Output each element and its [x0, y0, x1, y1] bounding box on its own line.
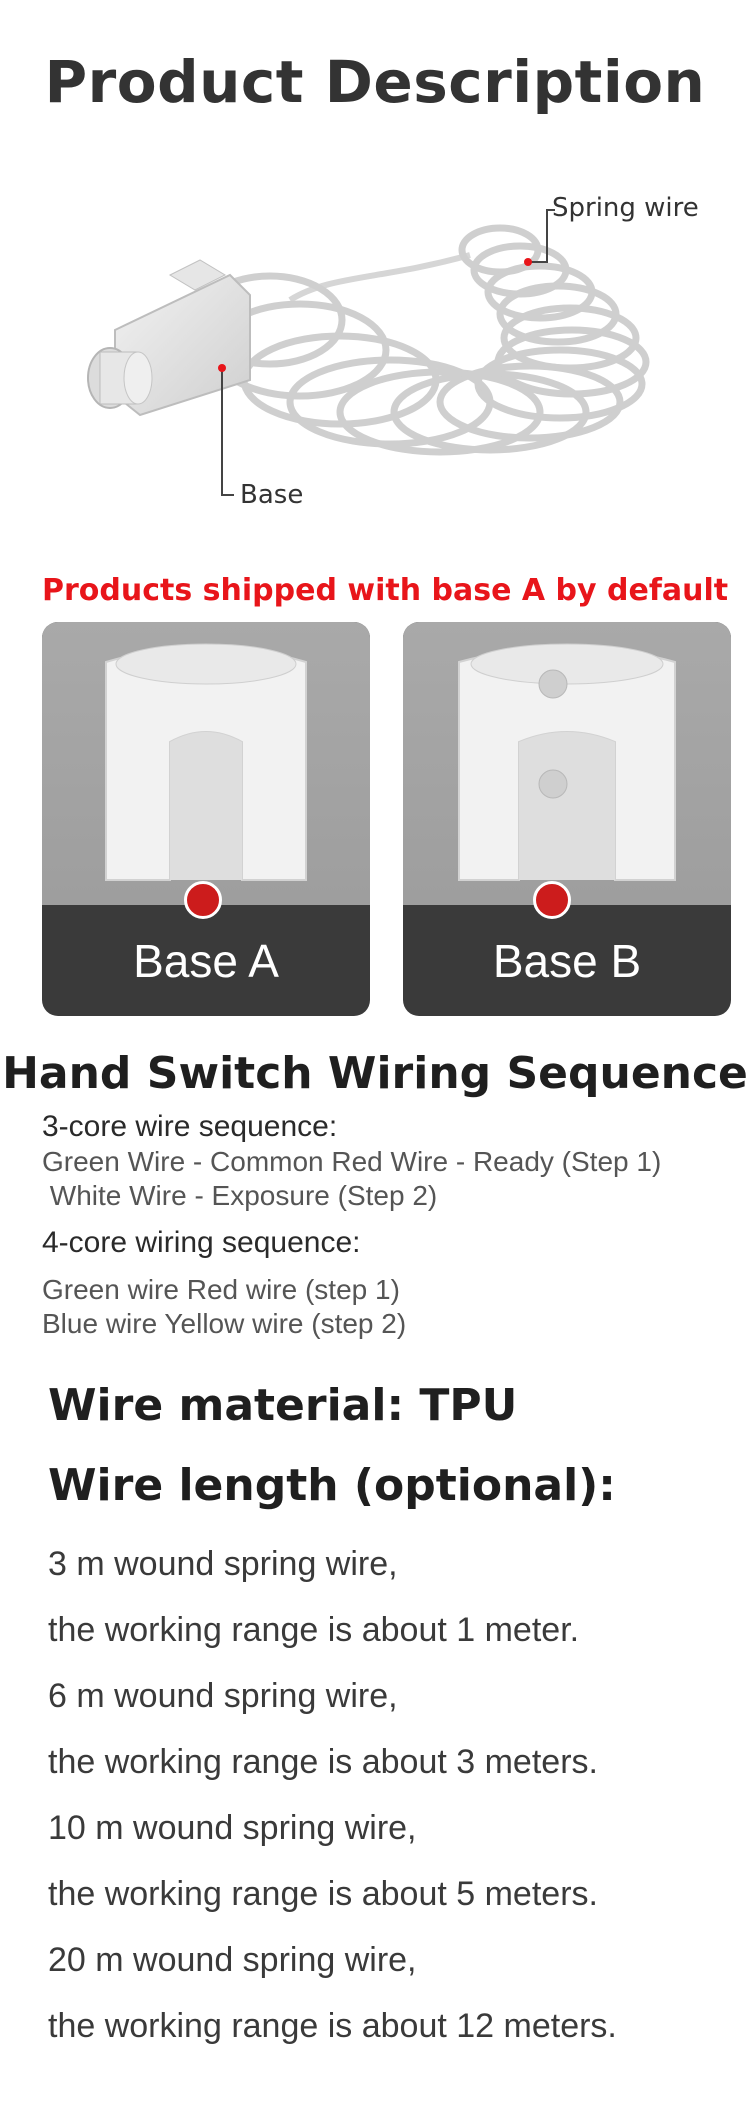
- base-b-marker: [533, 881, 571, 919]
- base-b-photo: [403, 622, 731, 905]
- four-core-line-1: Green wire Red wire (step 1): [42, 1274, 400, 1305]
- length-line: 6 m wound spring wire,: [48, 1677, 398, 1715]
- length-line: the working range is about 3 meters.: [48, 1743, 598, 1781]
- length-line: the working range is about 1 meter.: [48, 1611, 580, 1649]
- three-core-line-2: White Wire - Exposure (Step 2): [42, 1180, 438, 1211]
- base-a-card: Base A: [42, 622, 370, 1016]
- page-title: Product Description: [44, 48, 706, 116]
- wire-material: Wire material: TPU: [48, 1380, 518, 1431]
- default-base-note: Products shipped with base A by default: [42, 573, 729, 608]
- three-core-line-1: Green Wire - Common Red Wire - Ready (St…: [42, 1146, 662, 1177]
- length-line: the working range is about 5 meters.: [48, 1875, 598, 1913]
- wiring-title: Hand Switch Wiring Sequence: [2, 1048, 748, 1099]
- three-core-heading: 3-core wire sequence:: [42, 1110, 338, 1143]
- base-b-label: Base B: [492, 935, 642, 987]
- length-line: the working range is about 12 meters.: [48, 2007, 617, 2045]
- callout-spring-wire: Spring wire: [552, 193, 699, 223]
- base-a-label: Base A: [133, 935, 279, 987]
- base-a-photo: [42, 622, 370, 905]
- four-core-heading: 4-core wiring sequence:: [42, 1226, 361, 1259]
- callout-lines: [218, 209, 555, 496]
- handswitch-body: [87, 259, 251, 417]
- base-a-marker: [184, 881, 222, 919]
- base-b-card: Base B: [403, 622, 731, 1016]
- length-line: 3 m wound spring wire,: [48, 1545, 398, 1583]
- base-b-holder-image: [458, 643, 676, 881]
- base-a-holder-image: [105, 643, 307, 881]
- spring-wire: [194, 224, 650, 456]
- length-line: 20 m wound spring wire,: [48, 1941, 417, 1979]
- four-core-line-2: Blue wire Yellow wire (step 2): [42, 1308, 407, 1339]
- wire-length-title: Wire length (optional):: [48, 1460, 616, 1511]
- length-line: 10 m wound spring wire,: [48, 1809, 417, 1847]
- callout-base: Base: [240, 480, 304, 510]
- product-image: [87, 209, 650, 496]
